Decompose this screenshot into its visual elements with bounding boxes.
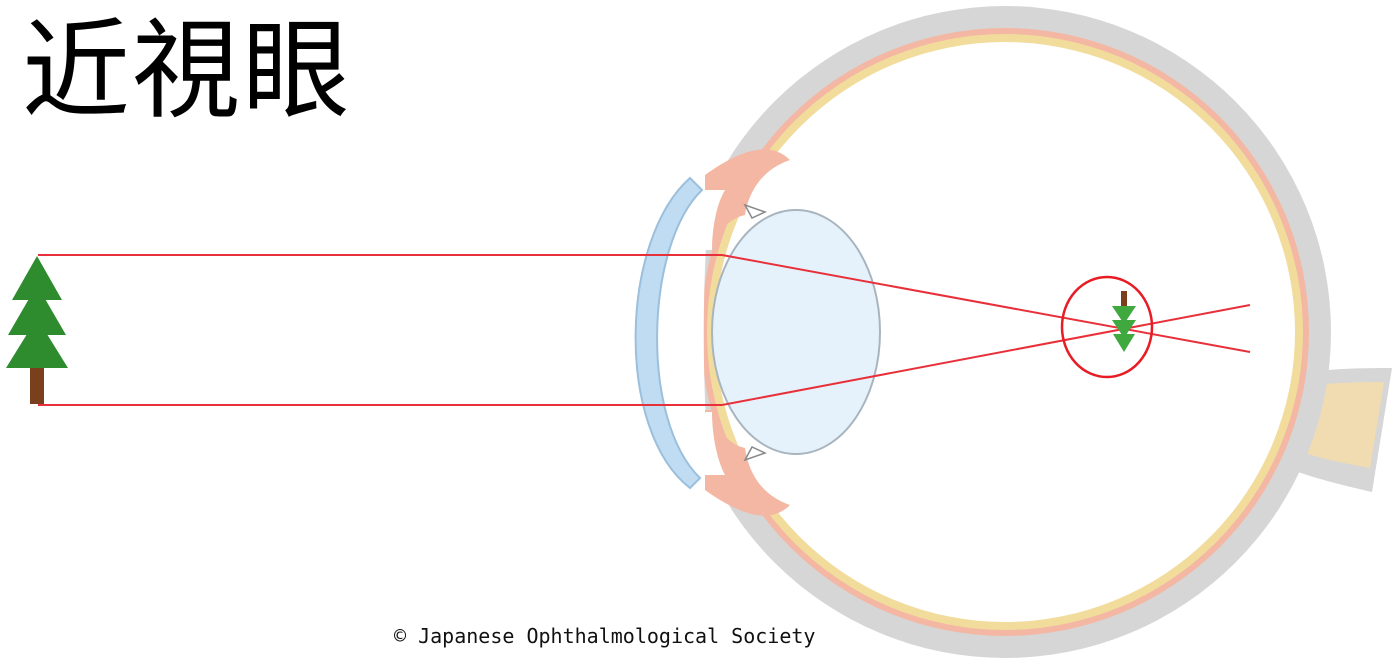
copyright-notice: © Japanese Ophthalmological Society (394, 624, 815, 648)
crystalline-lens (712, 210, 880, 454)
object-tree-icon (6, 256, 68, 404)
